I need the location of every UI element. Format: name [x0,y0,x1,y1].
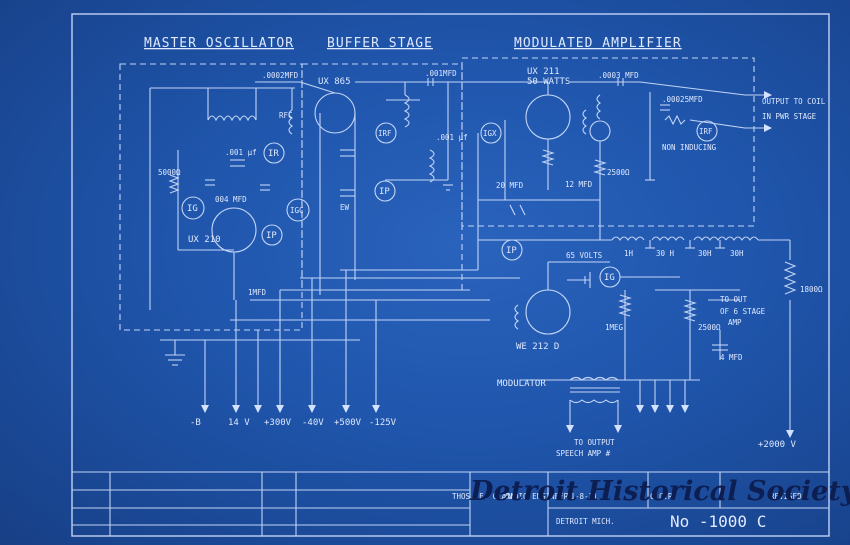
cap-004mfd: 004 MFD [215,195,247,204]
modulator-label: MODULATOR [497,379,546,389]
to-out-label: TO OUT [720,295,748,304]
non-inducing-label: NON INDUCING [662,143,717,152]
bias-65-volts: 65 VOLTS [566,251,603,260]
title-date: 11-8-31 [566,492,598,501]
of-6-stage-label: OF 6 STAGE [720,307,766,316]
heading-buffer-stage: BUFFER STAGE [327,36,433,51]
tube-ux865-label: UX 865 [318,77,351,87]
terminal-label: 14 V [228,418,250,428]
meter-ip-osc: IP [266,231,277,241]
tube-ux211-rating: 50 WATTS [527,77,570,87]
meter-igc: IGC [290,206,304,215]
terminal-label: -B [190,418,201,428]
res-2500b: 2500Ω [698,323,721,332]
cap-001-left: .001 µf [225,148,257,157]
title-engineer: RADIO ENGINEER [505,492,569,501]
amp-label: AMP [728,318,742,327]
meter-ip-buffer: IP [379,187,390,197]
res-2500: 2500Ω [607,168,630,177]
choke-30h-2: 30H [698,249,712,258]
tube-ux211-label: UX 211 [527,67,560,77]
tube-we212d-label: WE 212 D [516,342,559,352]
terminal-arrows [201,91,794,438]
drawing-number: No -1000 C [670,512,766,531]
res-1800: 1800Ω [800,285,823,294]
cap-0003: .0003 MFD [598,71,639,80]
choke-30h-3: 30H [730,249,744,258]
res-1meg: 1MEG [605,323,624,332]
terminal-label: +300V [264,418,292,428]
meter-ig: IG [187,204,198,214]
title-initials: C.C.R. [650,492,677,501]
title-city: DETROIT MICH. [556,517,615,526]
meter-igx: IGX [483,129,497,138]
terminal-label: -125V [369,418,397,428]
terminal-label: -40V [302,418,324,428]
cap-4mfd: 4 MFD [720,353,743,362]
meter-ir: IR [268,149,279,159]
heading-modulated-amplifier: MODULATED AMPLIFIER [514,36,682,51]
speech-amp-label: SPEECH AMP # [556,449,611,458]
cap-0002mfd: .0002MFD [262,71,299,80]
rfc-label: RFC [279,111,293,120]
circuit-lines [71,13,830,537]
cap-1mfd: 1MFD [248,288,267,297]
heading-master-oscillator: MASTER OSCILLATOR [144,36,294,51]
meter-irf-output: IRF [699,127,713,136]
title-name: THOS. E. CLARK [452,492,516,501]
cap-00025: .00025MFD [662,95,703,104]
to-output-label: TO OUTPUT [574,438,615,447]
ew-label: EW [340,203,350,212]
terminal-label: +500V [334,418,362,428]
terminal-plus2000: +2000 V [758,440,797,450]
meter-ig-modulator: IG [604,273,615,283]
choke-1h: 1H [624,249,634,258]
choke-30h-1: 30 H [656,249,675,258]
watermark-text: Detroit Historical Society [469,476,850,507]
cap-001b: .001 µf [436,133,468,142]
cap-001mfd: .001MFD [425,69,457,78]
tube-ux210-label: UX 210 [188,235,221,245]
meter-irf-buffer: IRF [378,129,392,138]
terminal-labels: -B 14 V +300V -40V +500V -125V [190,418,397,428]
meter-ip-modulator: IP [506,246,517,256]
title-revised: REVISED [770,492,802,501]
cap-12mfd: 12 MFD [565,180,593,189]
res-5000: 5000Ω [158,168,181,177]
in-pwr-stage-label: IN PWR STAGE [762,112,817,121]
output-coil-label: OUTPUT TO COIL [762,97,826,106]
cap-20mfd: 20 MFD [496,181,524,190]
